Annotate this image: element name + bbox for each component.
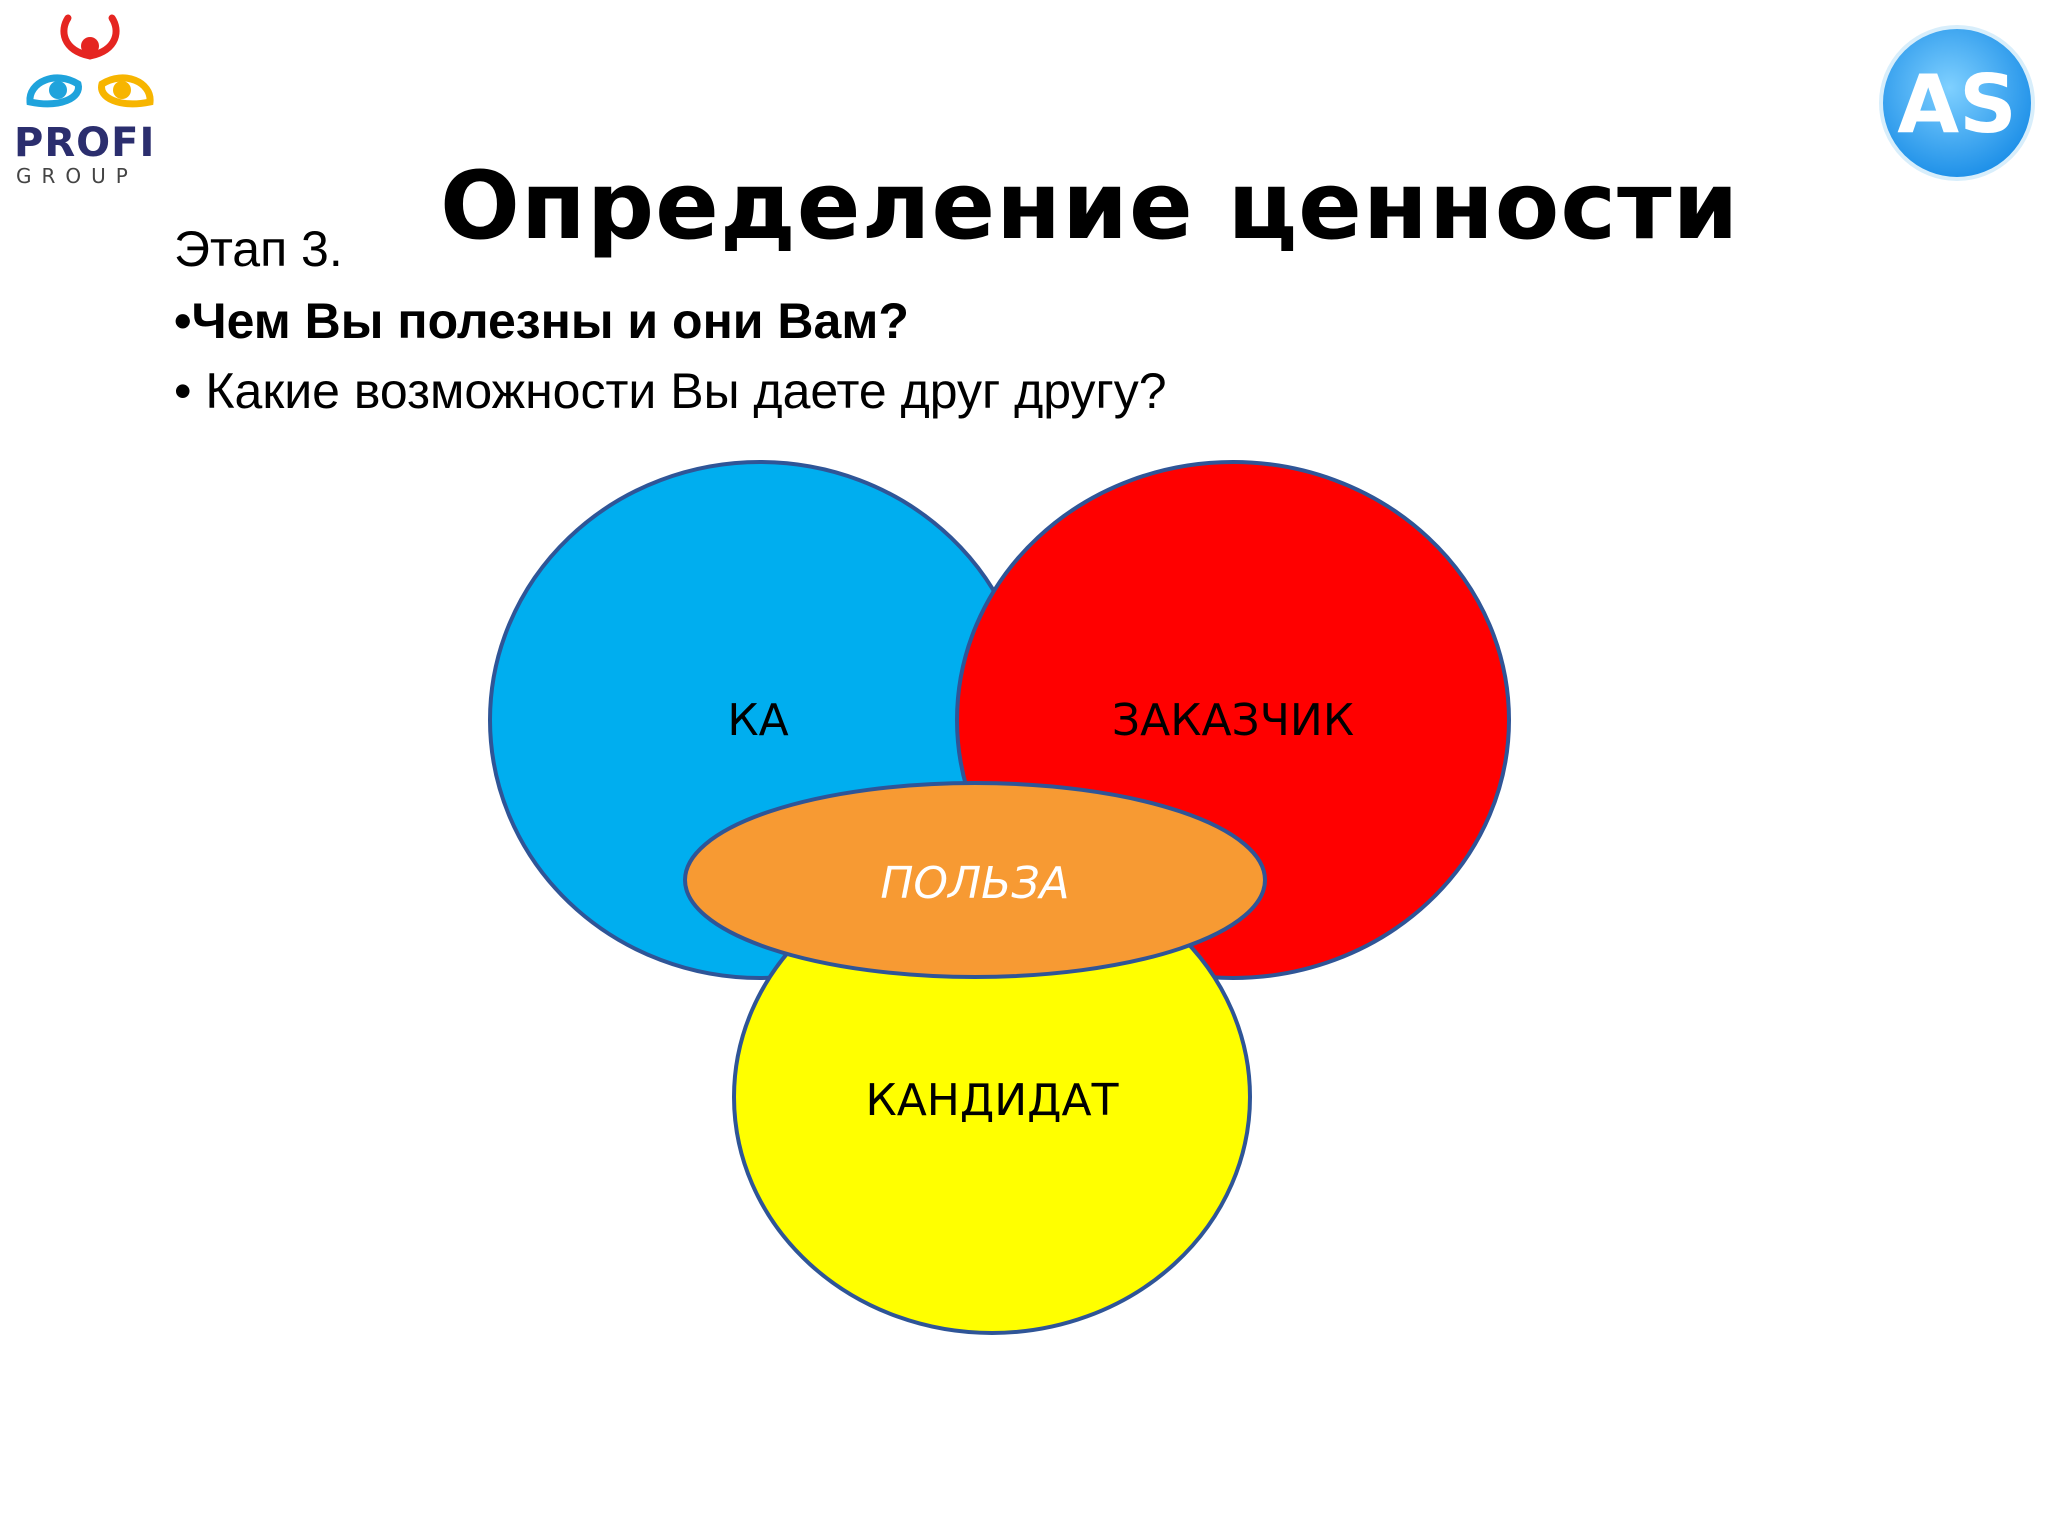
as-logo: AS: [1879, 25, 2035, 181]
slide-title: Определение ценности: [440, 152, 1740, 261]
stage-label: Этап 3.: [174, 221, 343, 277]
profi-group-logo: PROFI GROUP: [14, 14, 155, 185]
as-logo-text: AS: [1897, 58, 2017, 151]
logo-sub: GROUP: [16, 164, 138, 185]
label-benefit: ПОЛЬЗА: [880, 858, 1069, 909]
logo-name: PROFI: [14, 120, 155, 166]
bullet-opportunities: • Какие возможности Вы даете друг другу?: [174, 363, 1167, 419]
bullet-benefit: •Чем Вы полезны и они Вам?: [174, 293, 909, 349]
label-ka: КА: [727, 695, 788, 746]
center-ellipse: [683, 781, 1267, 979]
label-candidate: КАНДИДАТ: [865, 1075, 1118, 1126]
label-customer: ЗАКАЗЧИК: [1112, 695, 1354, 746]
